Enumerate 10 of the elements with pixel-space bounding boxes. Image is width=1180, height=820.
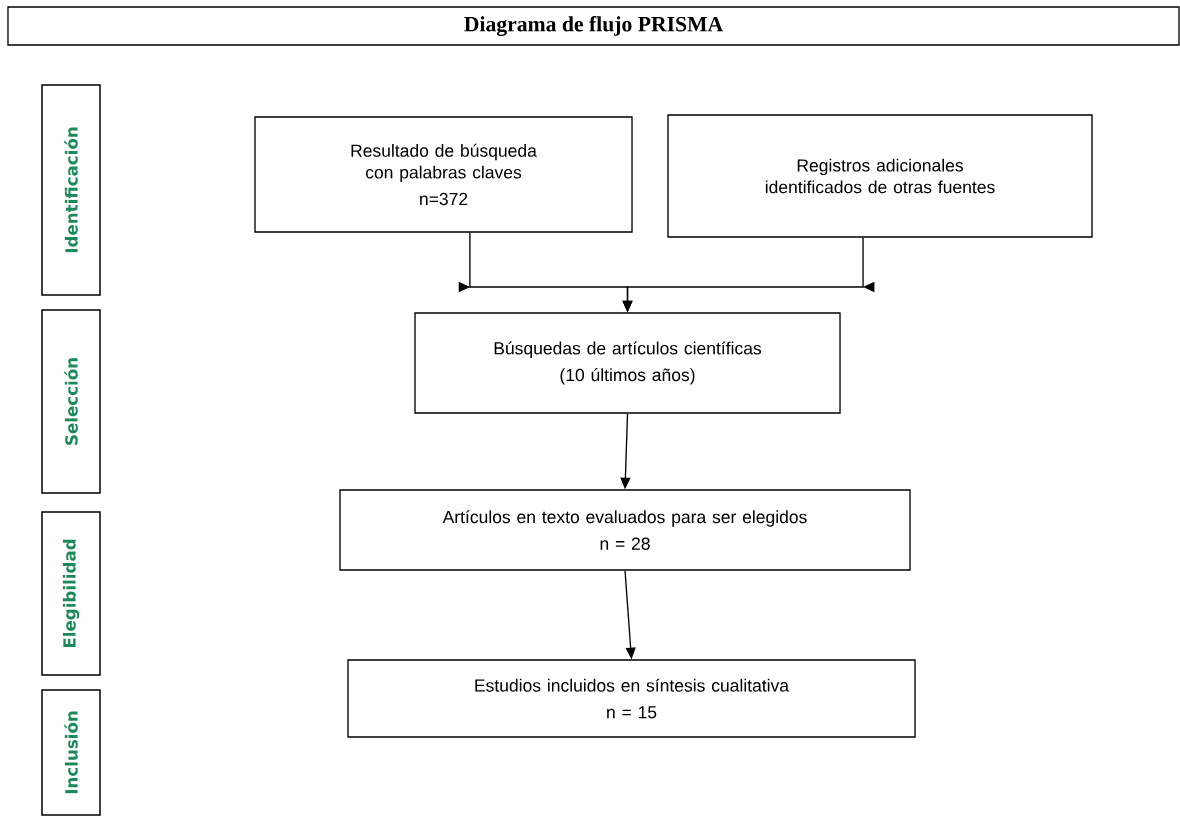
process-box: Resultado de búsqueda con palabras claves n=372	[254, 116, 633, 233]
process-box: Búsquedas de artículos científicas (10 últimos años)	[414, 312, 841, 414]
stage-label: Selección	[41, 309, 101, 494]
stage-label: Elegibilidad	[41, 511, 101, 676]
stage-label: Identificación	[41, 84, 101, 296]
process-box: Estudios incluidos en síntesis cualitativa n = 15	[347, 659, 916, 738]
process-box: Artículos en texto evaluados para ser elegidos n = 28	[339, 489, 911, 571]
stage-label: Inclusión	[41, 689, 101, 816]
process-box: Registros adicionales identificados de otras fuentes	[667, 114, 1093, 238]
title-bar: Diagrama de flujo PRISMA	[7, 6, 1180, 46]
